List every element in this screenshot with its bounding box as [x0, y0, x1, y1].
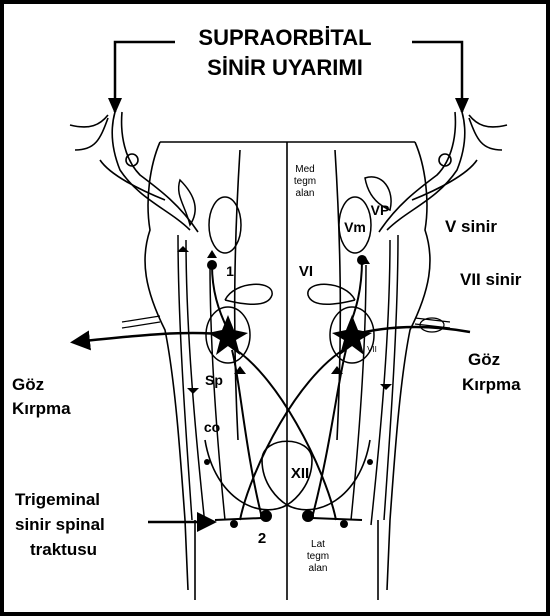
title-line-2: SİNİR UYARIMI [207, 55, 363, 80]
trigeminal-branches-right [379, 112, 507, 232]
facial-nerve-bundles [122, 316, 450, 332]
trigeminal-branches-left [70, 112, 198, 232]
label-med-3: alan [296, 188, 315, 199]
descending-tracts-right [351, 235, 398, 525]
label-goz-left-1: Göz [12, 375, 44, 394]
label-trigeminal-1: Trigeminal [15, 490, 100, 509]
facial-nucleus-right [332, 315, 372, 355]
label-num-2: 2 [258, 530, 266, 547]
label-vm: Vm [344, 219, 366, 235]
efferent-arrow-left [75, 333, 228, 342]
stimulus-arrowhead-left [108, 98, 122, 114]
label-v-sinir: V sinir [445, 217, 497, 236]
label-lat-3: alan [309, 563, 328, 574]
label-goz-left-2: Kırpma [12, 399, 71, 418]
label-co: co [204, 419, 220, 435]
stimulus-arrowhead-right [455, 98, 469, 114]
label-vp: VP [371, 202, 390, 218]
label-med-2: tegm [294, 176, 316, 187]
label-vii-sinir: VII sinir [460, 270, 522, 289]
facial-nucleus-left [208, 315, 248, 355]
stimulus-arrow-left [115, 42, 175, 112]
label-med-1: Med [295, 164, 314, 175]
title-line-1: SUPRAORBİTAL [198, 25, 371, 50]
label-trigeminal-3: traktusu [30, 540, 97, 559]
label-xii: XII [291, 465, 309, 482]
label-goz-right-2: Kırpma [462, 375, 521, 394]
label-trigeminal-2: sinir spinal [15, 515, 105, 534]
label-goz-right-1: Göz [468, 350, 500, 369]
stimulus-arrow-right [412, 42, 462, 112]
label-vi: VI [299, 263, 313, 280]
label-vii-small: VII [367, 345, 377, 354]
label-lat-2: tegm [307, 551, 329, 562]
synapse-dots [204, 255, 373, 528]
label-lat-1: Lat [311, 539, 325, 550]
label-num-1: 1 [226, 263, 234, 279]
label-sp: Sp [205, 372, 223, 388]
